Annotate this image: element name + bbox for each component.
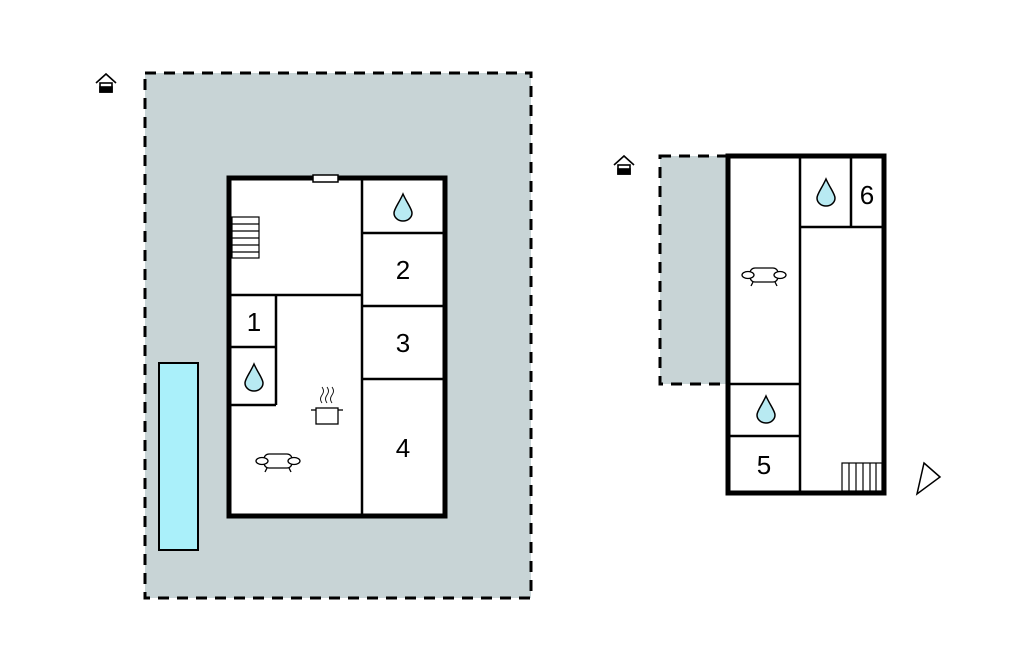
window	[312, 174, 339, 183]
kitchen-pot-icon	[311, 386, 343, 425]
room-label: 5	[757, 450, 771, 480]
room-label: 4	[396, 433, 410, 463]
left-building: 1 2 3 4	[226, 174, 448, 519]
room-label: 1	[247, 307, 261, 337]
house-entrance-icon	[95, 73, 117, 93]
compass-north-icon	[915, 461, 942, 496]
stairs-icon	[841, 462, 883, 492]
pool	[158, 362, 199, 551]
room-label: 3	[396, 328, 410, 358]
right-building: 6 5	[725, 153, 887, 496]
room-label: 6	[860, 180, 874, 210]
stairs-icon	[231, 216, 260, 259]
right-yard	[658, 154, 730, 386]
house-entrance-icon	[613, 155, 635, 175]
room-label: 2	[396, 255, 410, 285]
